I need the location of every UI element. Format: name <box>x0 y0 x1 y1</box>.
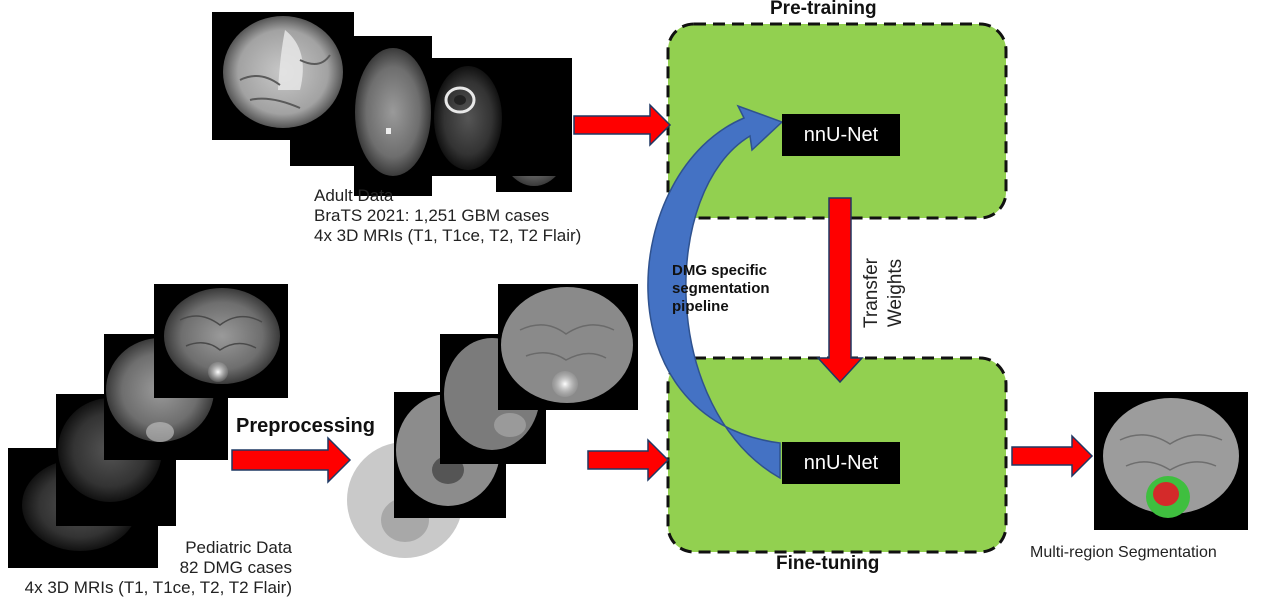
adult-mri-stack <box>212 12 572 196</box>
pipeline-label-line3: pipeline <box>672 298 729 315</box>
adult-data-title: Adult Data <box>314 186 394 205</box>
finetuning-network-label: nnU-Net <box>803 451 879 474</box>
adult-data-dataset: BraTS 2021: 1,251 GBM cases <box>314 206 550 225</box>
preprocessed-mri-slice-4 <box>498 284 638 410</box>
adult-mri-slice-t1 <box>212 12 354 166</box>
arrow-finetuning-to-output <box>1011 434 1094 478</box>
pipeline-label: DMG specific segmentation pipeline <box>672 262 770 316</box>
pediatric-data-title: Pediatric Data <box>185 538 292 557</box>
adult-data-modalities: 4x 3D MRIs (T1, T1ce, T2, T2 Flair) <box>314 226 582 245</box>
pediatric-mri-slice-4 <box>154 284 288 398</box>
arrow-transfer-weights <box>816 197 864 384</box>
transfer-weights-line2: Weights <box>885 258 906 328</box>
pretraining-network-box: nnU-Net <box>782 114 900 156</box>
output-label: Multi-region Segmentation <box>1030 544 1217 561</box>
segmentation-output-image <box>1094 392 1248 530</box>
pipeline-label-line1: DMG specific <box>672 262 768 279</box>
transfer-weights-label: Transfer Weights <box>860 238 908 348</box>
pipeline-label-line2: segmentation <box>672 280 770 297</box>
arrow-preprocessing <box>231 436 352 484</box>
pretraining-network-label: nnU-Net <box>803 123 879 146</box>
finetuning-network-box: nnU-Net <box>782 442 900 484</box>
pediatric-mri-stack <box>8 284 288 568</box>
pediatric-data-modalities: 4x 3D MRIs (T1, T1ce, T2, T2 Flair) <box>24 578 292 597</box>
arrow-adult-to-pretraining <box>573 103 672 147</box>
transfer-weights-line1: Transfer <box>861 257 882 329</box>
preprocessed-mri-stack <box>346 284 638 570</box>
pediatric-data-caption: Pediatric Data 82 DMG cases 4x 3D MRIs (… <box>6 538 292 598</box>
pipeline-curved-arrow <box>647 104 784 480</box>
adult-data-caption: Adult Data BraTS 2021: 1,251 GBM cases 4… <box>314 186 581 246</box>
preprocessing-label: Preprocessing <box>236 415 375 437</box>
pediatric-data-cases: 82 DMG cases <box>179 558 292 577</box>
finetuning-title: Fine-tuning <box>776 553 880 574</box>
adult-mri-slice-t1ce <box>354 36 432 196</box>
pretraining-title: Pre-training <box>770 0 877 19</box>
arrow-preprocessed-to-finetuning <box>587 438 670 482</box>
adult-mri-slice-t2 <box>432 58 572 176</box>
